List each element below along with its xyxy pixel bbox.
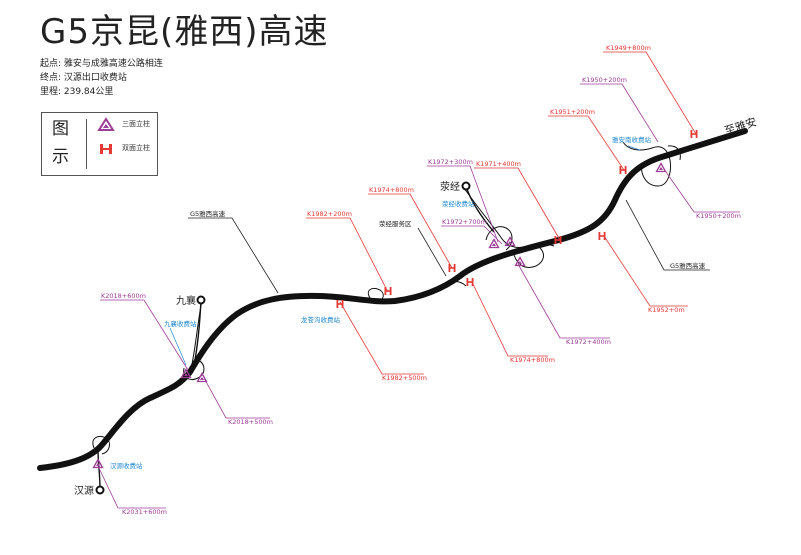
- legend-title-1: 图: [52, 119, 69, 139]
- legend-box: 图 示 三面立柱 双面立柱: [41, 112, 158, 176]
- g5-highway-road: [37, 128, 748, 471]
- km-label-k1972-400: K1972+400m: [566, 338, 611, 346]
- km-label-k1950-200-top: K1950+200m: [582, 76, 627, 84]
- hanyuan-town-marker: [95, 485, 105, 495]
- jiuxiang-spur: [193, 299, 202, 366]
- km-label-k1949-800: K1949+800m: [606, 44, 651, 52]
- km-label-k1982-500: K1982+500m: [382, 374, 427, 382]
- g5-road-label-east: G5雅西高速: [670, 261, 706, 270]
- hanyuan-label: 汉源: [74, 484, 94, 497]
- yingjing-label: 荥经: [440, 180, 460, 193]
- yingjing-service-area-label: 荥经服务区: [379, 219, 412, 228]
- page-title: G5京昆(雅西)高速: [40, 12, 329, 52]
- km-label-k1974-800-bottom: K1974+800m: [510, 356, 555, 364]
- blue-leader-lines: [169, 145, 641, 366]
- km-label-k1952-0: K1952+0m: [648, 306, 685, 314]
- km-label-k2018-600: K2018+600m: [101, 292, 146, 300]
- info-end: 终点: 汉源出口收费站: [40, 73, 127, 83]
- double-pillar-k1982-500: [336, 300, 344, 308]
- yingjing-toll-label: 荥经收费站: [442, 199, 475, 208]
- triangle-pillar-k1972-700: [504, 236, 516, 247]
- legend-title-2: 示: [52, 147, 69, 167]
- km-label-k1951-200: K1951+200m: [550, 108, 595, 116]
- triangle-pillar-icon: [97, 117, 115, 131]
- km-label-k1971-400: K1971+400m: [476, 160, 521, 168]
- double-pillar-k1982-200: [384, 287, 392, 295]
- km-label-k1982-200: K1982+200m: [307, 210, 352, 218]
- yingjing-town-marker: [461, 181, 471, 191]
- jiuxiang-label: 九襄: [176, 294, 196, 307]
- jiuxiang-town-marker: [196, 295, 206, 305]
- legend-label-double: 双面立柱: [122, 144, 150, 152]
- km-label-k2031-600: K2031+600m: [122, 508, 167, 516]
- info-start: 起点: 雅安与成雅高速公路相连: [40, 59, 163, 69]
- km-label-k1974-800-top: K1974+800m: [369, 186, 414, 194]
- info-mileage: 里程: 239.84公里: [40, 87, 114, 97]
- double-pillar-k1974-800-north: [448, 264, 456, 272]
- legend-label-triangle: 三面立柱: [122, 120, 150, 128]
- longcanggou-toll-label: 龙苍沟收费站: [301, 315, 341, 324]
- black-leader-lines: [188, 199, 710, 294]
- jiuxiang-toll-label: 九襄收费站: [164, 319, 197, 328]
- km-label-k1972-300: K1972+300m: [428, 158, 473, 166]
- double-pillar-k1952-0: [598, 232, 606, 240]
- hanyuan-toll-label: 汉源收费站: [110, 461, 143, 470]
- red-leader-lines: [306, 51, 697, 375]
- km-label-k1972-700: K1972+700m: [442, 218, 487, 226]
- km-label-k1950-200-right: K1950+200m: [696, 212, 741, 220]
- km-label-k2018-500: K2018+500m: [228, 418, 273, 426]
- purple-leader-lines: [97, 83, 740, 509]
- g5-road-label-west: G5雅西高速: [190, 209, 226, 218]
- double-pillar-k1974-800-south: [466, 278, 474, 286]
- legend-divider: [86, 119, 87, 169]
- yaan-south-toll-label: 雅安南收费站: [612, 135, 652, 144]
- triangle-pillar-k1950-200: [655, 162, 667, 173]
- double-pillar-k1951-200: [619, 166, 627, 174]
- double-pillar-icon: [100, 144, 112, 154]
